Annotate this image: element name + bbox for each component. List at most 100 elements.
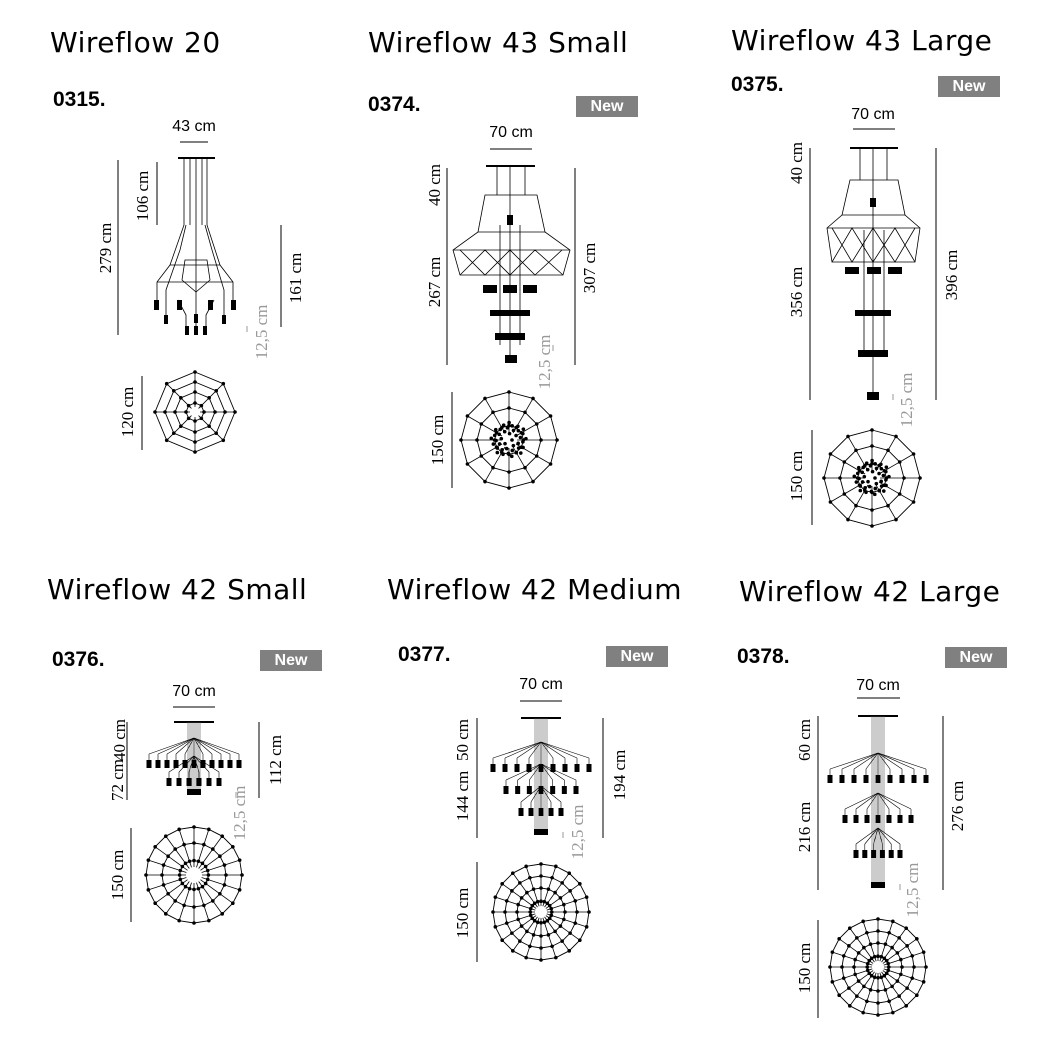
top-view-drawing	[144, 825, 244, 925]
light-point	[521, 440, 525, 444]
width-dimension: 70 cm	[489, 124, 533, 141]
light-point	[511, 428, 516, 433]
product-code: 0375.	[731, 73, 784, 96]
wire-arm	[529, 742, 541, 758]
dimension-label: 216 cm	[795, 801, 814, 853]
led-light	[526, 764, 532, 772]
wire-arm	[169, 756, 194, 772]
product-title: Wireflow 20	[50, 26, 221, 59]
wire-arm	[878, 828, 900, 844]
led-light	[550, 786, 556, 794]
new-badge: New	[606, 646, 668, 667]
wire-arm	[874, 828, 878, 844]
wire-spoke	[167, 416, 192, 441]
light-point	[856, 465, 861, 470]
width-dimension: 43 cm	[172, 118, 216, 135]
light-point	[511, 443, 516, 448]
wire-spoke	[202, 860, 240, 872]
wire-spoke	[832, 969, 872, 982]
led-light	[864, 815, 870, 823]
light-point	[884, 469, 888, 474]
wire-spoke	[155, 847, 187, 871]
led-light	[502, 764, 508, 772]
light-point	[874, 466, 879, 471]
dimension-label: 194 cm	[610, 749, 629, 801]
light-point	[504, 446, 509, 451]
led-light	[897, 815, 903, 823]
light-point	[521, 431, 525, 436]
wire-spoke	[167, 384, 192, 409]
dimension-label: 396 cm	[942, 249, 961, 301]
wire-arm	[541, 786, 561, 802]
wire-arm	[830, 753, 878, 769]
light-point	[497, 442, 502, 446]
product-code: 0378.	[737, 645, 790, 668]
light-point	[857, 476, 861, 481]
wire-spoke	[200, 847, 232, 871]
top-view-drawing	[491, 862, 591, 962]
top-view-drawing	[828, 917, 928, 1017]
wire-spoke	[882, 928, 907, 962]
dimension-label: 144 cm	[453, 770, 472, 822]
led-light	[899, 775, 905, 783]
light-point	[861, 465, 866, 470]
light-point	[864, 461, 869, 466]
light-point	[514, 451, 519, 455]
wire-spoke	[876, 436, 896, 471]
led-light	[911, 775, 917, 783]
light-point	[870, 458, 874, 463]
led-light	[886, 815, 892, 823]
light-point	[510, 424, 514, 428]
wire-arm	[541, 764, 576, 780]
light-point	[866, 479, 870, 484]
dimension-label: 12,5 cm	[903, 862, 922, 918]
light-point	[501, 423, 506, 428]
led-light	[586, 764, 592, 772]
wire-spoke	[467, 416, 502, 436]
product-code: 0376.	[52, 648, 105, 671]
dimension-label: 112 cm	[266, 735, 285, 785]
light-point	[514, 433, 518, 438]
wire-spoke	[196, 883, 208, 921]
wire-arm	[878, 753, 914, 769]
wire-spoke	[155, 880, 187, 904]
led-light	[558, 808, 564, 816]
dimension-label: 12,5 cm	[230, 785, 249, 841]
light-point	[505, 426, 510, 430]
light-point	[499, 436, 504, 441]
light-point	[489, 436, 494, 441]
new-badge: New	[945, 647, 1007, 668]
light-point	[860, 480, 865, 484]
led-light	[200, 760, 206, 768]
product-code: 0377.	[398, 643, 451, 666]
wire-arm	[541, 764, 553, 780]
product-title: Wireflow 43 Small	[368, 26, 629, 59]
light-point	[882, 489, 886, 493]
led-light	[518, 808, 524, 816]
light-point	[492, 433, 497, 438]
wire-spoke	[882, 972, 907, 1006]
light-point	[521, 445, 525, 450]
led-light	[227, 760, 233, 768]
dimension-label: 150 cm	[453, 887, 472, 939]
product-title: Wireflow 42 Small	[47, 573, 308, 606]
led-light	[923, 775, 929, 783]
light-point	[493, 427, 498, 432]
wire-arm	[194, 738, 239, 754]
wire-spoke	[839, 939, 873, 964]
light-point	[854, 480, 859, 484]
light-point	[869, 489, 874, 494]
wire-arm	[878, 793, 900, 809]
width-dimension: 70 cm	[856, 677, 900, 694]
wire-arm	[194, 738, 212, 754]
wire-spoke	[545, 873, 570, 907]
light-point	[884, 478, 888, 482]
led-light	[851, 775, 857, 783]
wire-arm	[149, 738, 194, 754]
wire-arm	[866, 753, 878, 769]
wire-spoke	[199, 384, 224, 409]
led-light	[236, 760, 242, 768]
side-view-drawing	[490, 0, 592, 835]
wire-arm	[845, 793, 878, 809]
wire-arm	[878, 793, 889, 809]
